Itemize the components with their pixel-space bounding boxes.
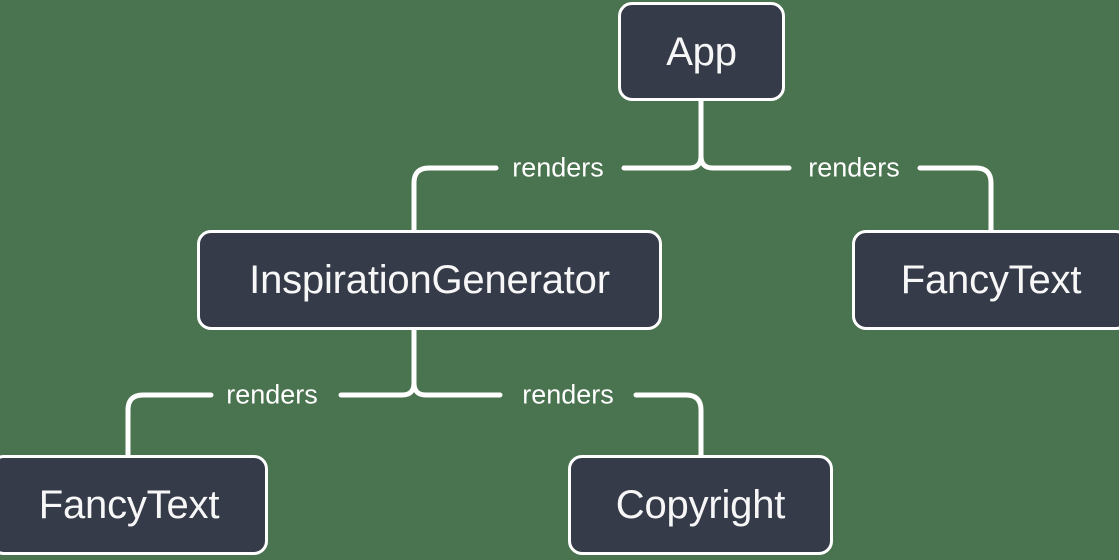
edge-inspiration-to-fancytext-left <box>125 392 214 458</box>
node-fancytext-left-label: FancyText <box>38 483 220 527</box>
edge-label-inspiration-generator-to-fancytext: renders <box>226 379 318 410</box>
node-copyright[interactable]: Copyright <box>568 455 833 555</box>
edge-app-to-inspiration <box>411 165 499 233</box>
edge-inspiration-to-copyright <box>633 392 704 458</box>
edge-label-inspiration-generator-to-copyright: renders <box>522 379 614 410</box>
edge-label-app-to-inspiration-generator: renders <box>512 152 604 183</box>
edge-inspiration-stem-right <box>411 327 503 398</box>
node-fancytext-left[interactable]: FancyText <box>0 455 268 555</box>
node-inspiration-generator[interactable]: InspirationGenerator <box>197 230 662 330</box>
edge-label-app-to-fancytext: renders <box>808 152 900 183</box>
node-copyright-label: Copyright <box>615 483 786 527</box>
edge-app-stem <box>621 98 704 171</box>
edge-app-to-fancytext-right <box>917 165 994 233</box>
node-fancytext-right-label: FancyText <box>900 258 1082 302</box>
edge-app-stem-right <box>698 98 792 171</box>
edge-inspiration-stem-left <box>338 327 417 398</box>
node-app[interactable]: App <box>618 2 785 101</box>
node-inspiration-generator-label: InspirationGenerator <box>249 258 610 302</box>
node-fancytext-right[interactable]: FancyText <box>852 230 1119 330</box>
node-app-label: App <box>666 29 737 74</box>
